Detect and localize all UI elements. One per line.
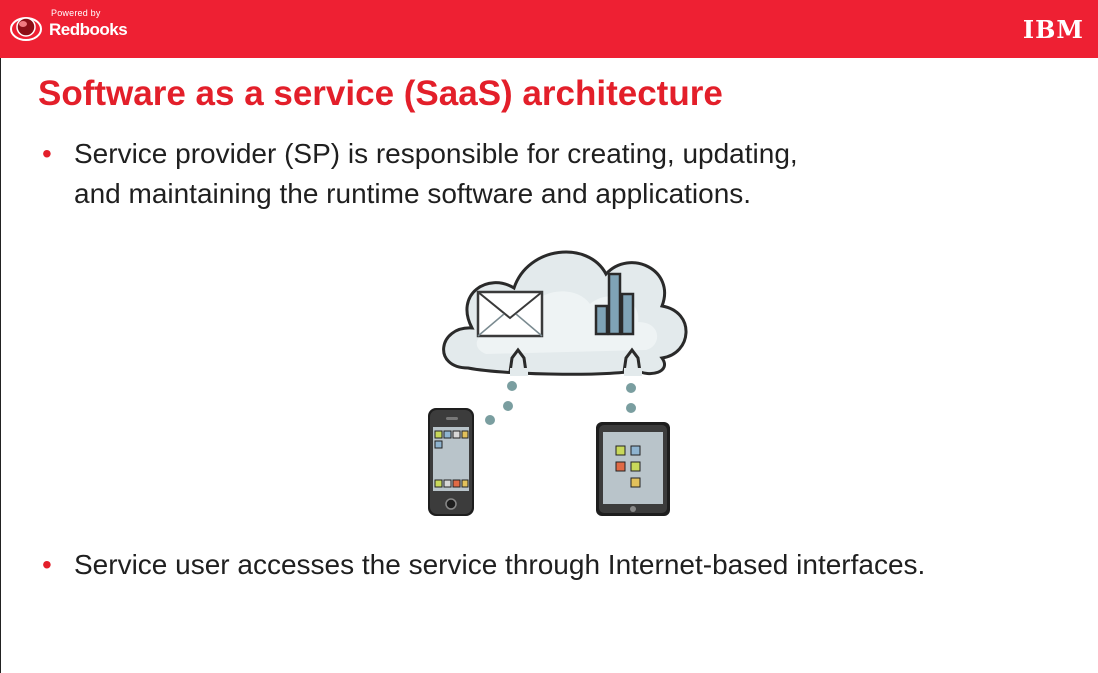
bullet-item-1: • Service provider (SP) is responsible f… <box>42 134 842 214</box>
ibm-logo-text: IBM <box>1022 15 1084 44</box>
logo-wordmark: Redbooks <box>49 20 128 39</box>
bullet-marker: • <box>42 549 52 580</box>
bullet-text: Service user accesses the service throug… <box>74 549 926 580</box>
envelope-icon <box>476 290 544 338</box>
slide-title: Software as a service (SaaS) architectur… <box>38 74 723 113</box>
tablet-icon <box>596 422 670 516</box>
bar-chart-icon <box>594 272 635 336</box>
saas-diagram <box>428 250 688 516</box>
left-border <box>0 0 1 673</box>
redbooks-logo[interactable]: Powered by Redbooks <box>8 6 128 46</box>
ibm-logo: IBM <box>1023 15 1084 44</box>
bullet-marker: • <box>42 138 52 169</box>
logo-tagline: Powered by <box>51 8 101 18</box>
smartphone-icon <box>428 408 474 516</box>
header-bar: Powered by Redbooks IBM <box>0 0 1098 58</box>
bullet-item-2: • Service user accesses the service thro… <box>42 545 1092 585</box>
bullet-text: Service provider (SP) is responsible for… <box>74 138 798 209</box>
saas-illustration <box>410 222 700 522</box>
connection-dots <box>485 381 636 425</box>
redbooks-logo-icon <box>10 17 42 41</box>
